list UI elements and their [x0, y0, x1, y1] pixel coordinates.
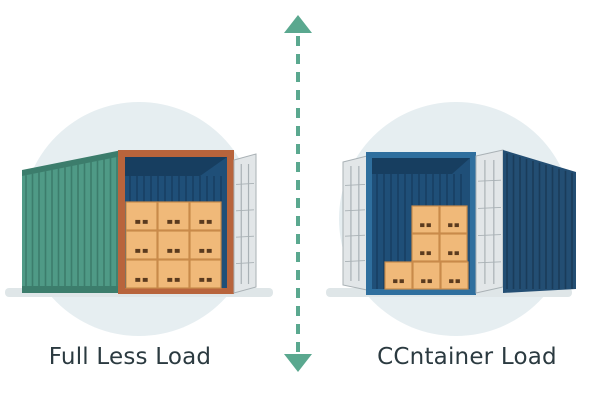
arrow-head-bottom [284, 354, 312, 372]
cargo-box-label [199, 248, 205, 253]
left-container-roof-edge [22, 150, 122, 176]
door-panel-line [235, 235, 255, 238]
cargo-box-label [454, 251, 459, 256]
cargo-box-label [206, 248, 212, 253]
cargo-box-label [142, 248, 148, 253]
cargo-box-label [174, 248, 180, 253]
cargo-box-icon [439, 233, 468, 262]
cargo-box-icon [411, 233, 440, 262]
cargo-box-label [142, 277, 148, 282]
cargo-box-body [411, 233, 440, 262]
cargo-box-body [125, 259, 158, 289]
double-headed-vertical-arrow-icon [284, 15, 312, 372]
cargo-box-label [426, 223, 431, 228]
cargo-box-body [157, 259, 190, 289]
cargo-box-label [142, 219, 148, 224]
cargo-box-body [189, 230, 222, 260]
door-panel-line [477, 234, 502, 237]
door-panel-line [235, 209, 255, 212]
cargo-box-body [384, 261, 413, 290]
cargo-box-icon [157, 201, 190, 231]
cargo-box-icon [439, 205, 468, 234]
left-container-side-ribs [25, 156, 118, 286]
cargo-box-icon [412, 261, 441, 290]
cargo-box-label [448, 251, 453, 256]
cargo-box-label [393, 279, 398, 284]
cargo-box-icon [189, 201, 222, 231]
cargo-box-label [167, 248, 173, 253]
cargo-box-label [135, 219, 141, 224]
door-panel-line [235, 262, 255, 265]
door-panel-line [344, 234, 366, 237]
left-container-base [22, 286, 122, 293]
left-container-interior-shadow [125, 157, 227, 176]
door-panel-line [235, 182, 255, 185]
right-container-right-door [475, 149, 504, 294]
cargo-box-body [125, 230, 158, 260]
cargo-box-label [174, 277, 180, 282]
right-container [342, 149, 576, 295]
arrow-head-top [284, 15, 312, 33]
right-container-side-ribs [506, 153, 573, 289]
left-caption: Full Less Load [48, 344, 212, 370]
cargo-box-label [455, 279, 460, 284]
cargo-box-icon [440, 261, 469, 290]
left-container-door [233, 153, 257, 294]
cargo-box-label [167, 277, 173, 282]
door-panel-line [477, 206, 502, 209]
cargo-box-body [189, 201, 222, 231]
right-container-right-door-detail [477, 160, 502, 284]
cargo-box-body [440, 261, 469, 290]
cargo-box-label [174, 219, 180, 224]
door-panel-line [344, 209, 366, 212]
right-container-left-door [342, 155, 368, 291]
cargo-box-icon [189, 230, 222, 260]
cargo-box-label [449, 279, 454, 284]
cargo-box-icon [411, 205, 440, 234]
door-panel-line [344, 183, 366, 186]
right-container-interior-shadow [372, 158, 470, 174]
cargo-box-label [167, 219, 173, 224]
cargo-box-icon [125, 230, 158, 260]
cargo-box-label [454, 223, 459, 228]
cargo-box-icon [189, 259, 222, 289]
cargo-box-label [420, 251, 425, 256]
cargo-box-label [426, 251, 431, 256]
cargo-box-icon [157, 259, 190, 289]
cargo-box-body [412, 261, 441, 290]
cargo-box-body [157, 230, 190, 260]
right-container-left-door-detail [344, 166, 366, 281]
door-panel-line [477, 179, 502, 182]
cargo-box-body [125, 201, 158, 231]
cargo-box-label [427, 279, 432, 284]
cargo-box-body [157, 201, 190, 231]
left-container [22, 150, 257, 294]
cargo-box-body [439, 205, 468, 234]
cargo-box-icon [157, 230, 190, 260]
cargo-box-label [135, 277, 141, 282]
cargo-box-label [399, 279, 404, 284]
cargo-box-label [206, 219, 212, 224]
cargo-box-body [411, 205, 440, 234]
cargo-box-label [420, 223, 425, 228]
left-cargo-boxes [125, 201, 222, 289]
cargo-box-label [199, 219, 205, 224]
cargo-box-label [135, 248, 141, 253]
cargo-box-icon [384, 261, 413, 290]
cargo-box-label [448, 223, 453, 228]
right-caption: CCntainer Load [377, 344, 557, 370]
cargo-box-body [189, 259, 222, 289]
door-panel-line [477, 261, 502, 264]
cargo-box-body [439, 233, 468, 262]
cargo-box-icon [125, 259, 158, 289]
left-container-door-detail [235, 164, 255, 284]
door-panel-line [344, 260, 366, 263]
cargo-box-label [421, 279, 426, 284]
cargo-box-icon [125, 201, 158, 231]
cargo-box-label [206, 277, 212, 282]
right-cargo-boxes [384, 205, 469, 290]
cargo-box-label [199, 277, 205, 282]
